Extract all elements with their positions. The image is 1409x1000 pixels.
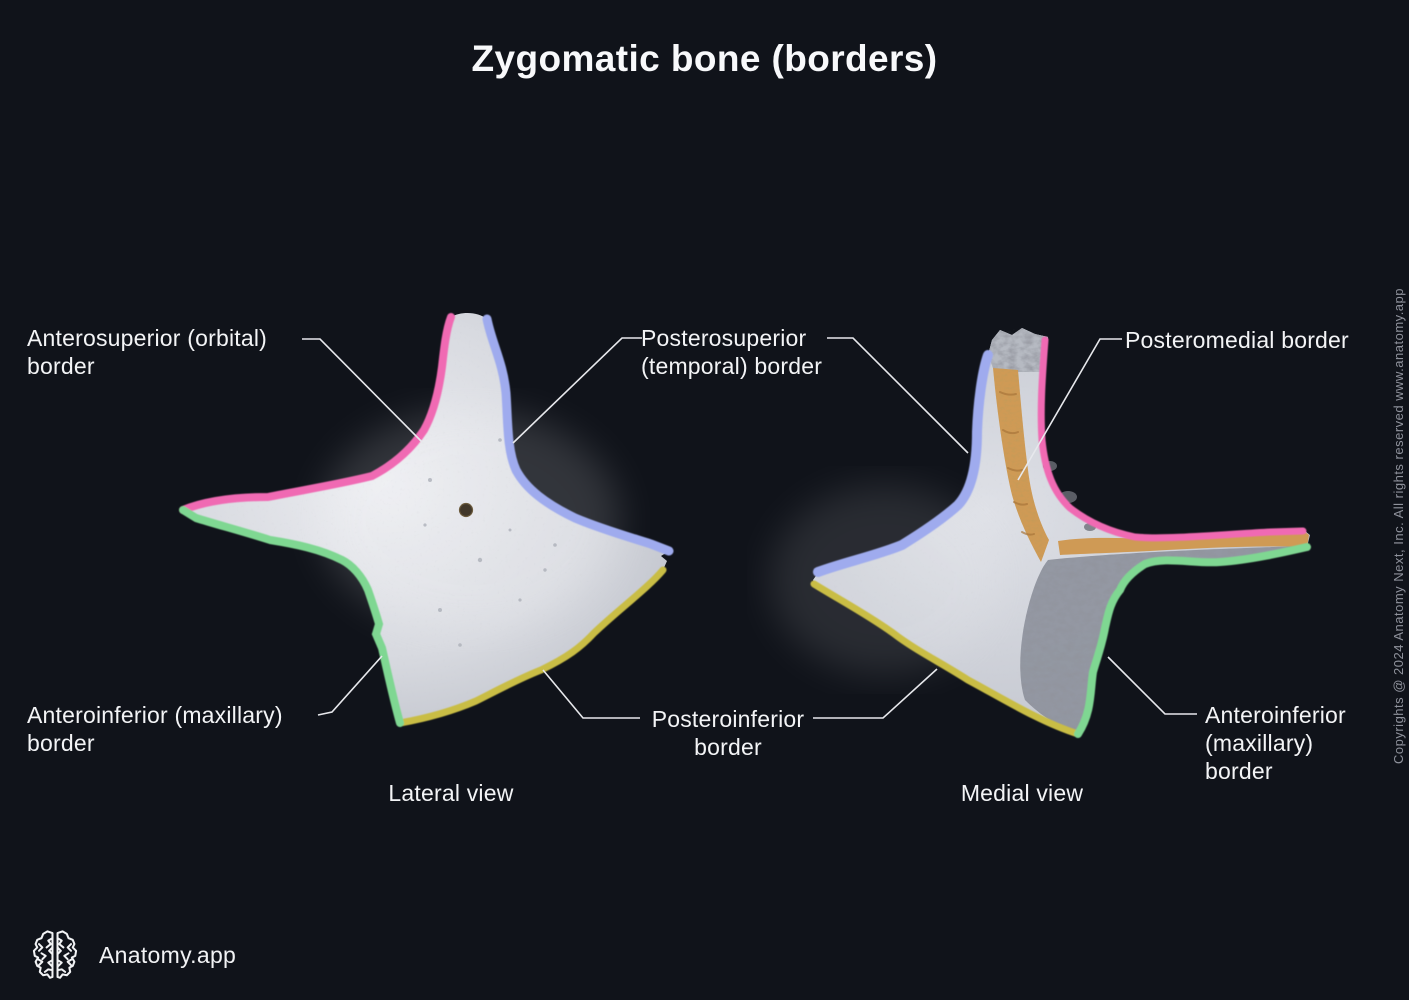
leader-anteroinferior-maxillary-lateral: [317, 655, 383, 716]
lateral-bone: [179, 313, 674, 727]
label-line: border: [27, 353, 95, 379]
medial-bone: [770, 328, 1311, 738]
label-line: Posteroinferior: [651, 706, 805, 732]
leader-posteroinferior-to-medial: [813, 668, 938, 719]
label-posteromedial: Posteromedial border: [1125, 326, 1349, 354]
leader-posteromedial: [1017, 338, 1122, 481]
medial-view-caption: Medial view: [960, 780, 1084, 806]
posteromedial-border-horizontal: [1058, 532, 1309, 555]
label-posterosuperior-temporal: Posterosuperior (temporal) border: [641, 324, 822, 380]
leader-anteroinferior-maxillary-medial: [1107, 656, 1197, 715]
medial-top-rough-texture: [988, 328, 1048, 372]
medial-rough-texture: [1020, 546, 1306, 734]
orbital-border-lateral: [179, 313, 455, 514]
label-anteroinferior-maxillary-lateral: Anteroinferior (maxillary) border: [27, 701, 283, 757]
label-posteroinferior: Posteroinferior border: [628, 705, 828, 761]
label-line: (maxillary): [1205, 730, 1314, 756]
label-line: Anteroinferior: [1205, 702, 1346, 728]
figure-title: Zygomatic bone (borders): [471, 38, 938, 79]
brain-logo-icon: [32, 930, 78, 979]
leader-posterosuperior-to-medial: [827, 337, 969, 454]
label-line: border: [27, 730, 95, 756]
app-logo: Anatomy.app: [28, 926, 236, 984]
medial-bone-texture: [813, 328, 1310, 734]
brand-name: Anatomy.app: [99, 941, 237, 968]
leader-anterosuperior-orbital-lateral: [302, 338, 425, 445]
label-line: Anterosuperior (orbital): [27, 325, 268, 351]
leader-posterosuperior-to-lateral: [512, 337, 642, 444]
lateral-view-caption: Lateral view: [388, 780, 514, 806]
orbital-border-medial: [1037, 336, 1307, 542]
maxillary-border-lateral: [179, 506, 404, 727]
leader-posteroinferior-to-lateral: [542, 669, 640, 719]
label-line: Posteromedial border: [1125, 327, 1349, 353]
label-anterosuperior-orbital-lateral: Anterosuperior (orbital) border: [27, 324, 267, 380]
zygomaticofacial-foramen: [458, 502, 474, 518]
label-line: border: [1205, 758, 1273, 784]
posteromedial-vertical-texture: [993, 368, 1049, 562]
label-line: border: [694, 734, 762, 760]
lateral-bone-texture: [183, 313, 669, 723]
copyright-watermark: Copyrights @ 2024 Anatomy Next, Inc. All…: [1391, 288, 1406, 764]
label-anteroinferior-maxillary-medial: Anteroinferior (maxillary) border: [1205, 701, 1346, 785]
bone-pores: [423, 438, 557, 647]
posteroinferior-border-lateral: [396, 566, 667, 727]
posteromedial-strip-ridges: [999, 391, 1035, 536]
temporal-border-lateral: [482, 314, 674, 556]
label-line: Anteroinferior (maxillary): [27, 702, 283, 728]
label-line: (temporal) border: [641, 353, 823, 379]
label-line: Posterosuperior: [641, 325, 807, 351]
temporal-border-medial: [813, 350, 993, 577]
posteroinferior-border-medial: [810, 580, 1082, 738]
maxillary-border-medial: [1074, 543, 1311, 738]
leader-lines: [302, 337, 1197, 719]
